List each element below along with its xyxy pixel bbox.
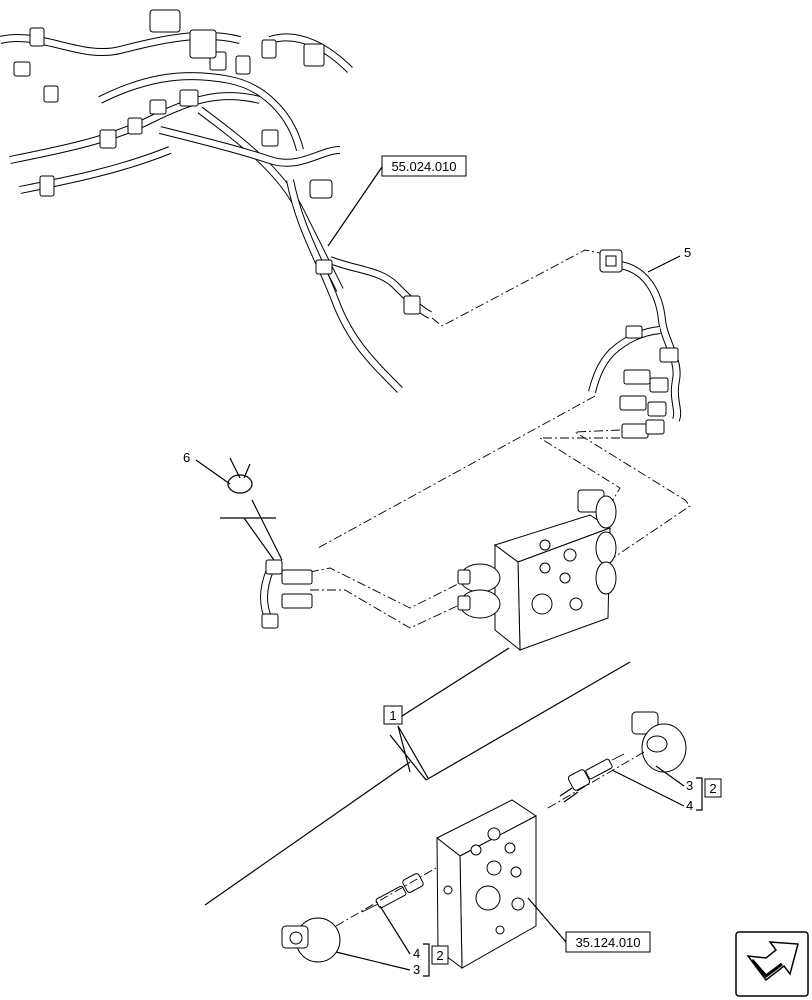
callout-3-left-label: 3 (413, 962, 420, 977)
right-spool-axis (547, 751, 645, 809)
callout-3-left[interactable]: 3 (335, 951, 420, 977)
solenoid-link-line-1 (317, 395, 596, 549)
valve-section-block (436, 799, 537, 970)
solenoid-link-line-2 (538, 437, 621, 506)
main-wiring-harness (0, 9, 432, 393)
clip-pointer-line-b (243, 517, 275, 561)
control-valve-assembly (457, 489, 617, 652)
solenoid-link-line-5 (310, 589, 471, 629)
solenoid-link-line-3 (573, 429, 691, 561)
left-cable-stub (260, 559, 313, 629)
harness-reference[interactable]: 55.024.010 (327, 155, 467, 247)
callout-2-left[interactable]: 2 (423, 943, 449, 977)
callout-4-right[interactable]: 4 (611, 769, 693, 813)
callout-4-right-label: 4 (686, 798, 693, 813)
callout-1-label: 1 (389, 708, 396, 723)
left-spool-axis (335, 867, 437, 927)
left-spool-cartridge (361, 873, 424, 913)
explode-line-2 (425, 661, 631, 781)
callout-5-label: 5 (684, 245, 691, 260)
harness-reference-label: 55.024.010 (391, 159, 456, 174)
callout-3-right-label: 3 (686, 778, 693, 793)
callout-2-left-label: 2 (436, 948, 443, 963)
hose-clip (227, 457, 253, 494)
explode-line-1 (389, 734, 427, 781)
callout-1[interactable]: 1 (383, 647, 510, 779)
harness-link-line (431, 249, 606, 327)
valve-section-reference[interactable]: 35.124.010 (527, 897, 651, 953)
valve-sub-harness (588, 249, 682, 439)
callout-5[interactable]: 5 (647, 245, 691, 273)
callout-6-label: 6 (183, 450, 190, 465)
valve-reference-label: 35.124.010 (575, 935, 640, 950)
next-page-arrow-icon[interactable] (735, 931, 809, 997)
solenoid-link-line-4 (309, 567, 471, 609)
right-spool-cartridge (559, 753, 625, 803)
callout-3-right[interactable]: 3 (655, 765, 693, 793)
callout-6[interactable]: 6 (183, 450, 231, 485)
callout-2-right[interactable]: 2 (696, 777, 722, 811)
left-solenoid-coil (281, 917, 341, 963)
callout-2-right-label: 2 (709, 781, 716, 796)
explode-line-3 (204, 761, 411, 906)
clip-pointer-line-a (251, 499, 283, 561)
callout-4-left-label: 4 (413, 946, 420, 961)
callout-4-left[interactable]: 4 (379, 905, 420, 961)
right-solenoid-coil (631, 711, 687, 773)
